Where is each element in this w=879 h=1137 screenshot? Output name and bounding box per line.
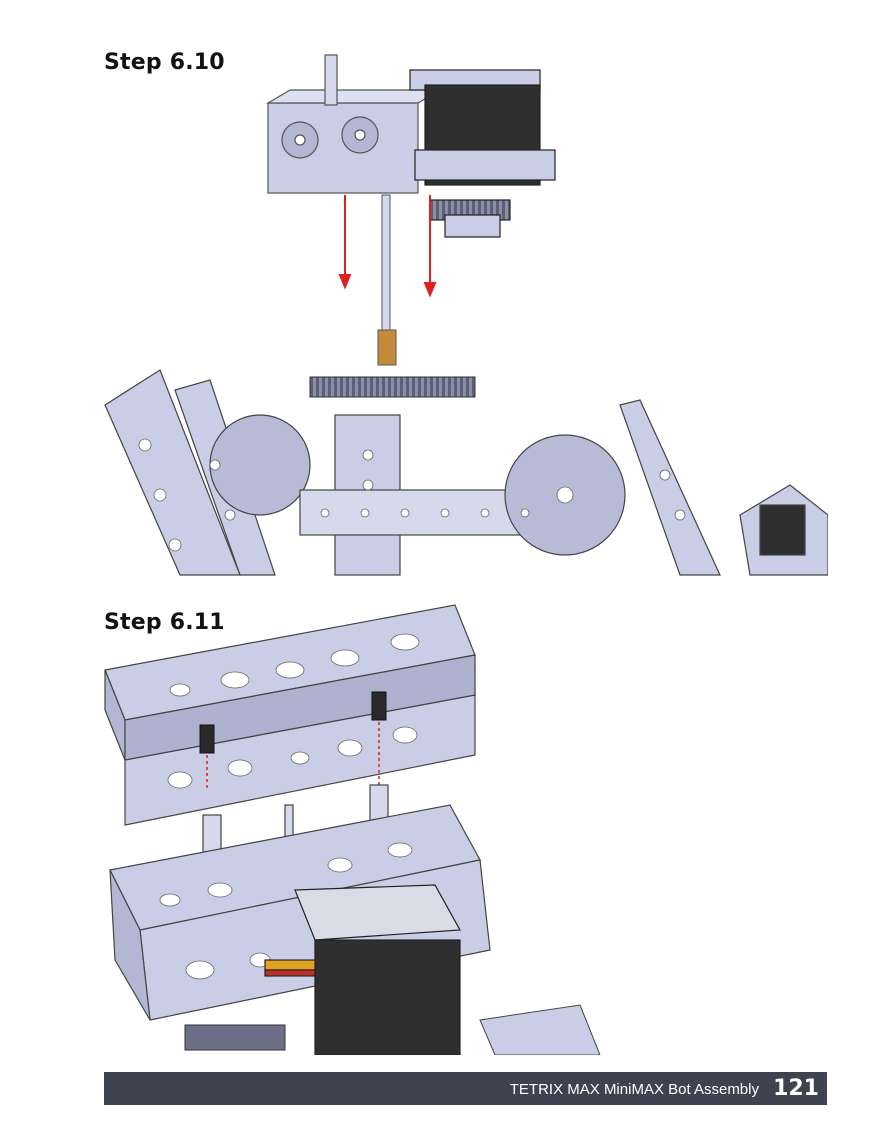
- lower-bracket: [479, 1004, 601, 1055]
- holes: [138, 438, 686, 552]
- step-6-11-illustration: [104, 604, 601, 1055]
- footer-doc-title: TETRIX MAX MiniMAX Bot Assembly: [509, 1081, 759, 1098]
- alignment-marks: [206, 722, 380, 790]
- step-6-10-illustration: [104, 54, 828, 576]
- servo-bottom: [264, 884, 461, 1055]
- servo-top: [409, 69, 556, 238]
- lower-gear: [184, 1024, 286, 1051]
- upper-bracket: [265, 54, 443, 194]
- page-number: 121: [773, 1076, 819, 1101]
- insertion-arrows: [338, 195, 437, 298]
- step-6-10-title: Step 6.10: [104, 50, 225, 75]
- step-6-11-title: Step 6.11: [104, 610, 225, 635]
- top-channel-holes: [167, 633, 420, 789]
- screws: [199, 691, 387, 754]
- brass-collar: [377, 329, 397, 366]
- footer-bar: TETRIX MAX MiniMAX Bot Assembly 121: [104, 1072, 827, 1105]
- main-gear: [309, 376, 476, 398]
- bottom-channel-holes: [159, 842, 413, 980]
- top-channel: [104, 604, 476, 826]
- lower-assembly: [104, 369, 828, 576]
- axle: [381, 194, 391, 336]
